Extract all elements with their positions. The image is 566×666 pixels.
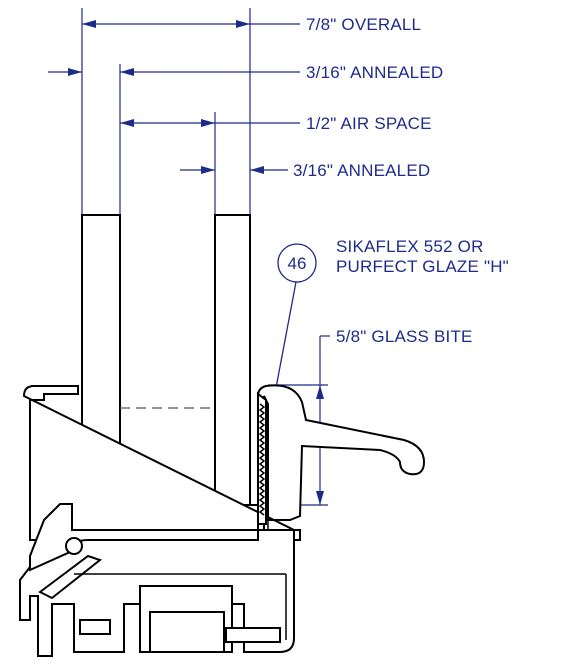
callout-note-line1: SIKAFLEX 552 OR: [336, 237, 484, 256]
overall-dimension: 7/8" OVERALL: [81, 8, 421, 215]
outer-glass-label: 3/16" ANNEALED: [306, 63, 443, 82]
outer-glass-dimension: 3/16" ANNEALED: [48, 63, 443, 215]
callout-number: 46: [288, 254, 307, 273]
callout-bubble: [277, 243, 317, 283]
callout-note-line2: PURFECT GLAZE "H": [336, 257, 509, 276]
stop-serrations: [258, 403, 266, 516]
inner-glass-lite: [214, 214, 251, 506]
glass-bite-dimension: 5/8" GLASS BITE: [268, 327, 473, 506]
aluminum-frame-profile: [19, 384, 426, 657]
inner-glass-dimension: 3/16" ANNEALED: [180, 161, 430, 180]
weep-bead: [65, 537, 83, 555]
air-space-label: 1/2" AIR SPACE: [306, 114, 432, 133]
overall-label: 7/8" OVERALL: [306, 15, 421, 34]
glass-bite-label: 5/8" GLASS BITE: [336, 327, 473, 346]
inner-glass-label: 3/16" ANNEALED: [293, 161, 430, 180]
air-space-dimension: 1/2" AIR SPACE: [120, 112, 432, 215]
frame-outer-wall: [19, 384, 426, 657]
